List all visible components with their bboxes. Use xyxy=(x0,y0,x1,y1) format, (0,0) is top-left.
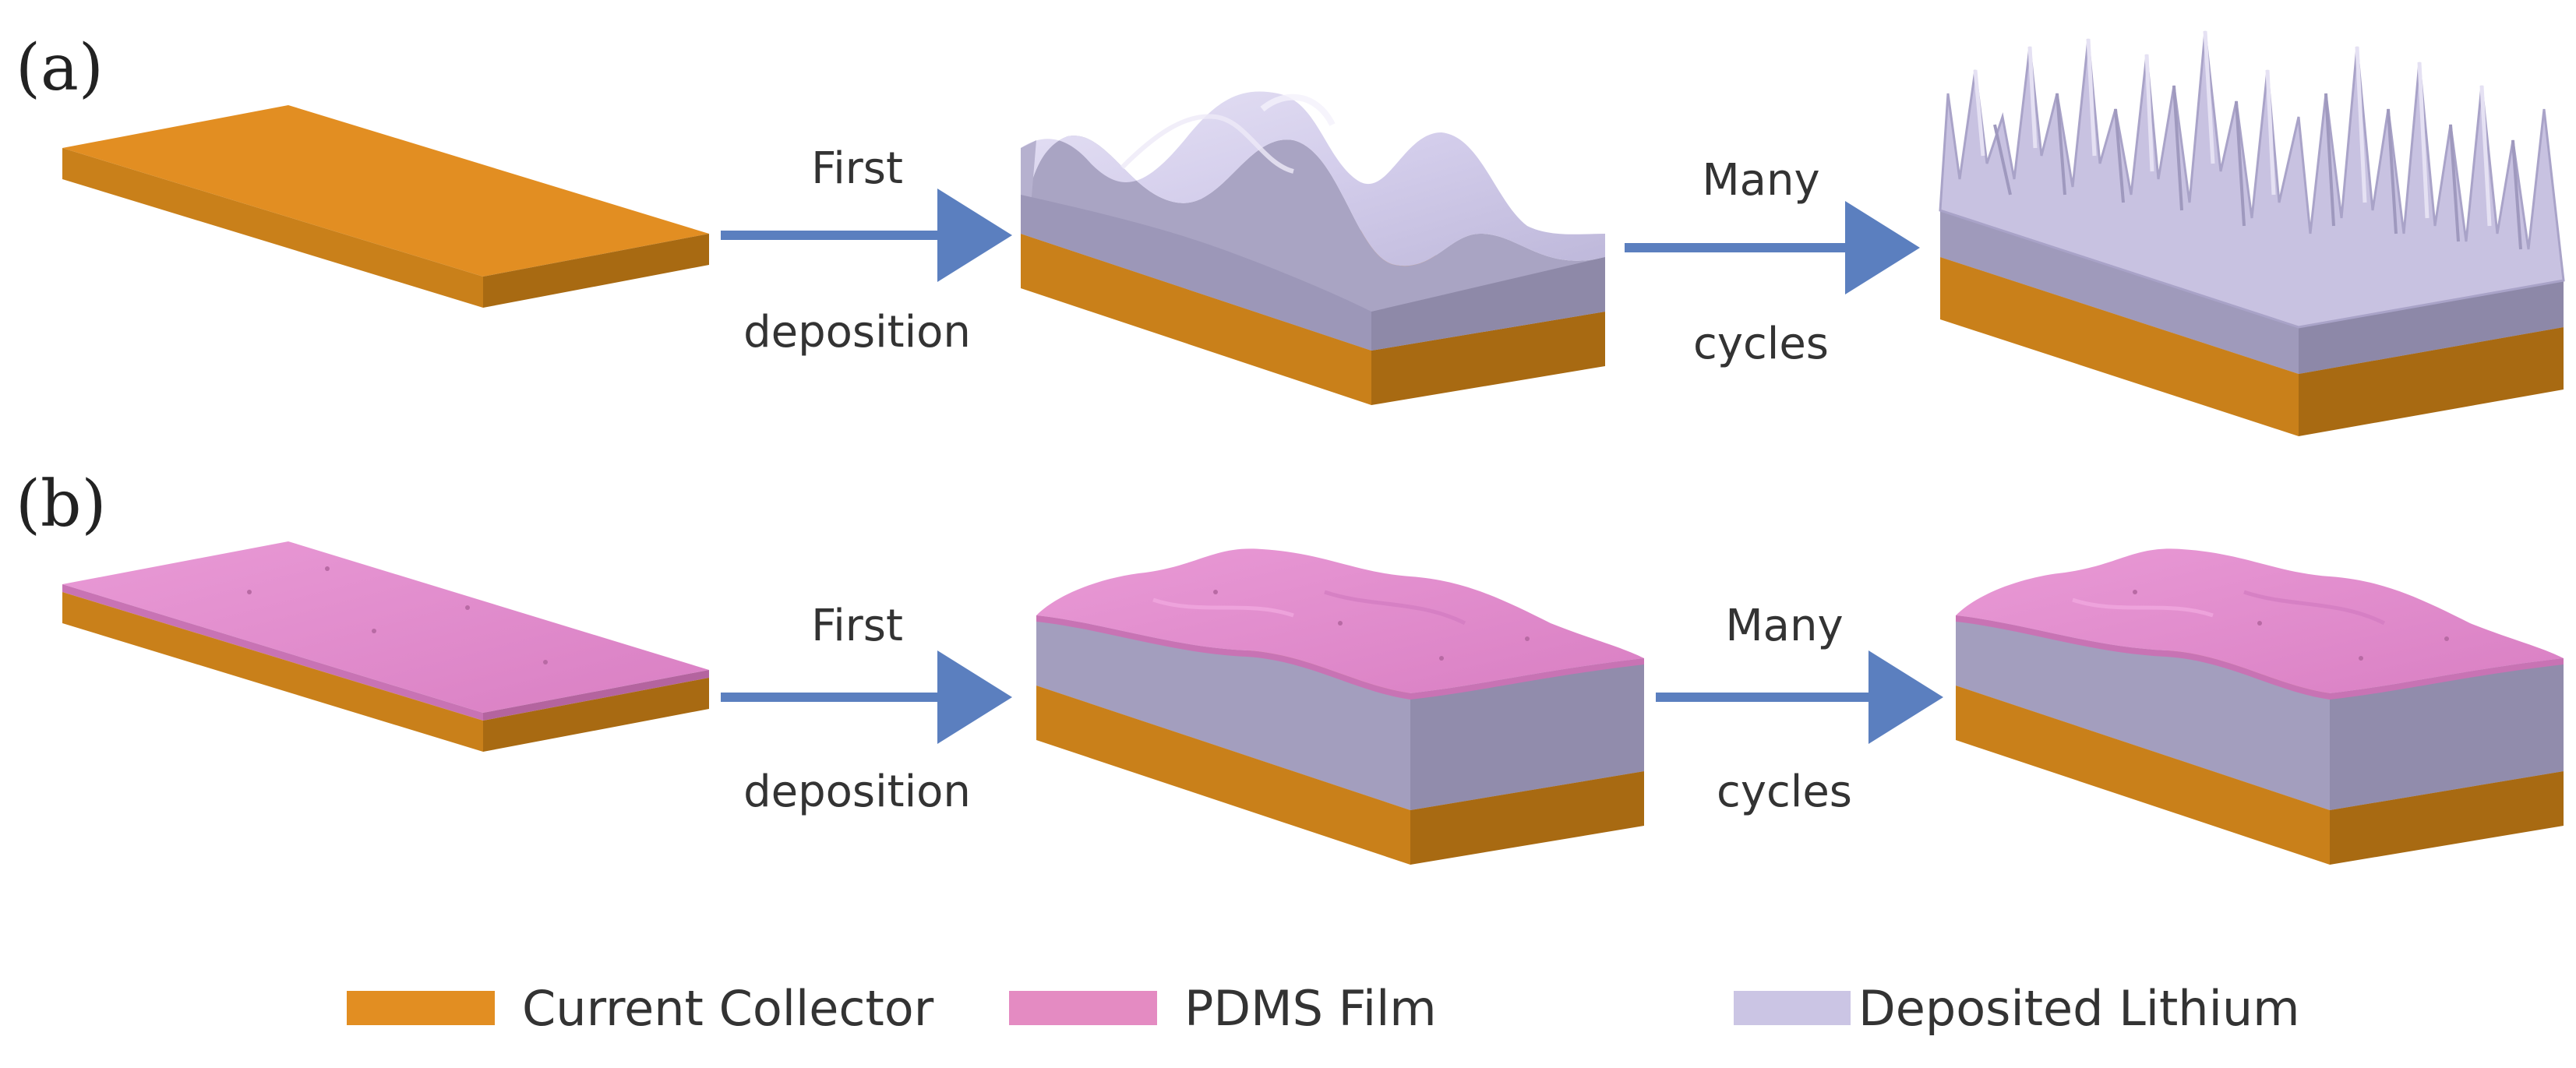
panel-b-first-deposition-block xyxy=(1036,548,1644,865)
panel-a-step2-line2: cycles xyxy=(1693,319,1829,369)
legend-swatch-deposited-lithium xyxy=(1734,991,1851,1025)
legend: Current Collector PDMS Film Deposited Li… xyxy=(347,980,2300,1037)
panel-b-arrow-first-deposition: First deposition xyxy=(721,601,1012,817)
legend-swatch-current-collector xyxy=(347,991,495,1025)
panel-a-step2-line1: Many xyxy=(1702,155,1819,206)
legend-label-pdms-film: PDMS Film xyxy=(1184,980,1437,1037)
panel-b-step2-line2: cycles xyxy=(1717,767,1852,817)
panel-a-many-cycles-block xyxy=(1939,30,2565,436)
panel-b-label: (b) xyxy=(16,467,106,541)
panel-a-bare-collector xyxy=(62,105,709,308)
legend-swatch-pdms-film xyxy=(1009,991,1157,1025)
panel-a-arrow-first-deposition: First deposition xyxy=(721,143,1012,358)
panel-a-first-deposition-block xyxy=(1021,91,1605,405)
panel-a-step1-line2: deposition xyxy=(743,307,971,358)
panel-b-coated-collector xyxy=(62,541,709,752)
panel-b-step1-line1: First xyxy=(811,601,903,651)
legend-label-deposited-lithium: Deposited Lithium xyxy=(1858,980,2300,1037)
panel-b-arrow-many-cycles: Many cycles xyxy=(1656,601,1943,817)
panel-b-step2-line1: Many xyxy=(1725,601,1843,651)
panel-a-label: (a) xyxy=(16,31,104,105)
panel-b-step1-line2: deposition xyxy=(743,767,971,817)
panel-a-step1-line1: First xyxy=(811,143,903,194)
legend-label-current-collector: Current Collector xyxy=(522,980,934,1037)
panel-a-arrow-many-cycles: Many cycles xyxy=(1625,155,1920,369)
panel-b-many-cycles-block xyxy=(1956,548,2564,865)
